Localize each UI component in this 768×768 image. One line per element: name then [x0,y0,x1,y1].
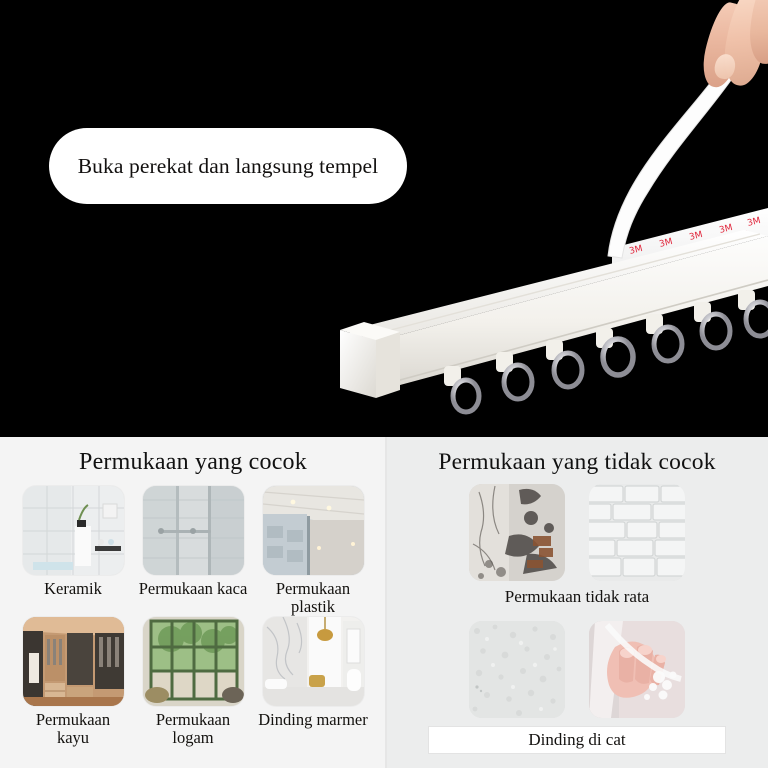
glider-ring [546,340,585,390]
glider-ring [738,290,768,339]
glider-ring [646,314,685,364]
surface-label: Permukaan logam [155,709,231,748]
surface-item-logam: Permukaan logam [138,616,248,748]
surface-label: Dinding marmer [258,709,368,729]
curtain-rings-group [444,290,768,415]
svg-text:3M: 3M [718,223,734,236]
curtain-track-product-image: 3M 3M 3M 3M 3M 3M 3M 3M 3M 3M [340,208,768,415]
surface-label: Permukaan plastik [275,579,351,617]
surface-item-plastik: Permukaan plastik [258,486,368,617]
svg-text:3M: 3M [658,237,674,250]
panel-divider-vertical [385,437,387,768]
thumbnail-wood-surface [22,616,124,706]
thumbnail-plastic-panel [262,486,364,575]
thumbnail-white-brick-wall [589,484,685,581]
thumbnail-metal-surface [142,616,244,706]
glider-ring [444,366,482,415]
unsuitable-surfaces-title: Permukaan yang tidak cocok [438,449,716,475]
svg-text:3M: 3M [746,216,762,229]
hero-photo-section: 3M 3M 3M 3M 3M 3M 3M 3M 3M 3M [0,0,768,437]
thumbnail-marble-wall [262,616,364,706]
thumbnail-damaged-concrete-wall [469,484,565,581]
peeled-adhesive-liner [607,61,739,259]
svg-text:3M: 3M [688,230,704,243]
glider-ring [596,328,636,378]
glider-ring [694,302,733,351]
hand-peeling-liner [697,0,768,98]
section-divider-horizontal [0,435,768,437]
suitable-surfaces-title: Permukaan yang cocok [79,449,307,475]
surface-item-kayu: Permukaan kayu [18,616,128,748]
headline-text: Buka perekat dan langsung tempel [77,153,379,178]
surface-item-keramik: Keramik [18,486,128,617]
unsuitable-surfaces-panel: Permukaan yang tidak cocok [386,437,768,768]
thumbnail-hand-paint-residue [589,621,685,718]
surface-label: Permukaan kayu [35,709,111,748]
unsuitable-caption-uneven: Permukaan tidak rata [504,587,650,606]
glider-ring [496,352,535,402]
unsuitable-caption-painted: Dinding di cat [428,726,726,754]
svg-text:3M: 3M [628,244,644,257]
headline-badge: Buka perekat dan langsung tempel [49,128,407,204]
thumbnail-glass-surface [142,486,244,575]
unsuitable-group-uneven [386,476,768,581]
suitable-surfaces-panel: Permukaan yang cocok [0,437,386,768]
surface-item-marmer: Dinding marmer [258,616,368,748]
surface-label: Keramik [44,579,102,598]
thumbnail-ceramic-tile [22,486,124,575]
surface-comparison-section: Permukaan yang cocok [0,437,768,768]
suitable-surfaces-grid: Keramik [0,476,386,748]
rail-end-cap [340,322,400,398]
surface-item-kaca: Permukaan kaca [138,486,248,617]
thumbnail-rough-painted-wall [469,621,565,718]
surface-label: Permukaan kaca [138,579,248,598]
unsuitable-group-painted [386,607,768,718]
